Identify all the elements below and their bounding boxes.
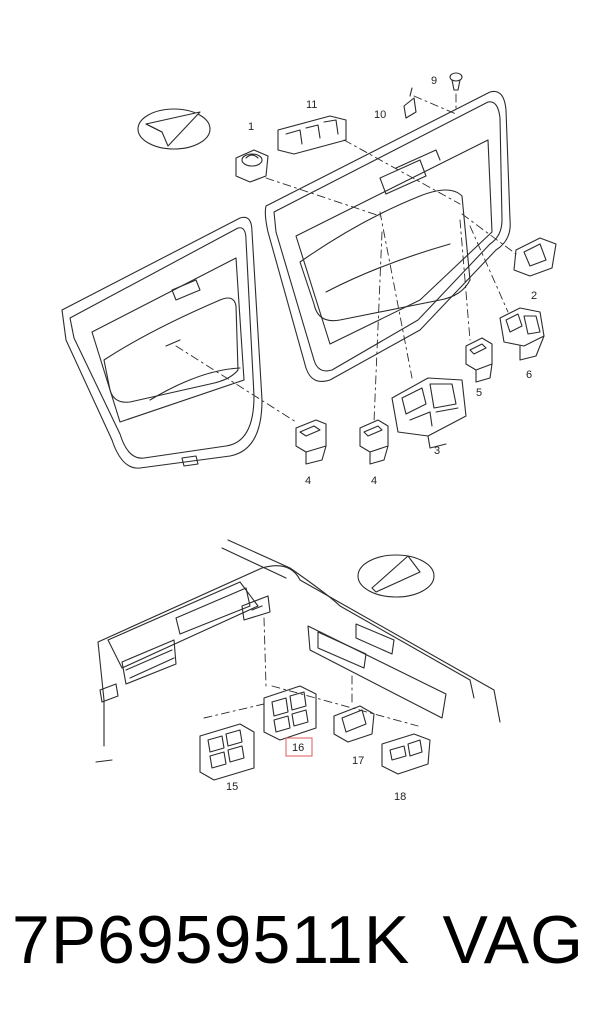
switch-part-18 — [381, 733, 431, 775]
rear-side-panel — [95, 539, 501, 763]
rear-direction-arrow-icon — [357, 554, 435, 598]
switch-part-5 — [465, 337, 493, 383]
switch-part-4-center — [359, 419, 389, 465]
callout-11: 11 — [306, 99, 317, 111]
switch-part-3 — [391, 377, 467, 449]
mirror-switch-part-1 — [235, 149, 269, 183]
callout-4-center: 4 — [371, 475, 377, 487]
parts-diagram: 1 2 3 4 4 5 6 9 10 11 15 16 17 18 — [61, 72, 557, 803]
callout-3: 3 — [434, 445, 440, 457]
front-direction-arrow-icon — [137, 108, 211, 150]
callout-4-left: 4 — [305, 475, 311, 487]
callout-18: 18 — [394, 791, 406, 803]
callout-5: 5 — [476, 387, 482, 399]
front-door-panel — [264, 90, 511, 383]
switch-part-4-rear — [295, 419, 327, 465]
rear-door-panel — [61, 216, 263, 469]
callout-6: 6 — [526, 369, 532, 381]
callout-15: 15 — [226, 781, 238, 793]
callout-2: 2 — [531, 290, 537, 302]
caption-bar: 7P6959511K VAG — [0, 880, 600, 1000]
switch-part-15 — [199, 723, 255, 781]
callout-16: 16 — [292, 742, 304, 754]
clip-part-10 — [403, 87, 417, 119]
switch-part-16 — [263, 685, 317, 741]
callout-10: 10 — [374, 109, 386, 121]
part-number: 7P6959511K — [12, 902, 411, 978]
callout-17: 17 — [352, 755, 364, 767]
switch-part-2 — [513, 237, 557, 277]
switch-part-6 — [499, 307, 545, 361]
brand-name: VAG — [442, 902, 584, 978]
callout-9: 9 — [431, 75, 437, 87]
callout-1: 1 — [248, 121, 254, 133]
screw-part-9 — [449, 72, 463, 91]
switch-bar-part-11 — [277, 115, 347, 155]
switch-part-17 — [333, 705, 375, 743]
highlight-box-16 — [285, 737, 313, 757]
